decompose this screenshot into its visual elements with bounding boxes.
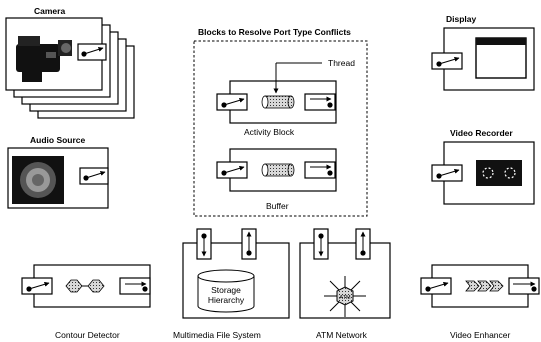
activity-output-port	[305, 94, 335, 110]
mfs-output-port	[242, 229, 256, 259]
contour-detector-label: Contour Detector	[55, 330, 120, 340]
audio-output-port	[80, 168, 108, 184]
atm-input-port	[314, 229, 328, 259]
port-conflict-title: Blocks to Resolve Port Type Conflicts	[198, 27, 351, 37]
port-conflict-group: Blocks to Resolve Port Type Conflicts Ac…	[194, 27, 367, 216]
video-enhancer-block: Video Enhancer	[421, 265, 539, 340]
multimedia-file-system-block: Storage Hierarchy Multimedia File System	[173, 229, 289, 340]
thread-cylinder-icon	[262, 96, 294, 108]
atm-output-port	[356, 229, 370, 259]
buffer-label: Buffer	[266, 201, 289, 211]
atm-network-block: ATM ATM Network	[300, 229, 390, 340]
buffer-output-port	[305, 162, 335, 178]
display-input-port	[432, 53, 462, 69]
videotape-icon	[476, 160, 522, 186]
buffer-cylinder-icon	[262, 164, 294, 176]
video-recorder-block: Video Recorder	[432, 128, 534, 204]
display-block: Display	[432, 14, 534, 90]
camera-block: Camera	[6, 6, 134, 118]
buffer-input-port	[217, 162, 247, 178]
mfs-input-port	[197, 229, 211, 259]
multimedia-file-system-label: Multimedia File System	[173, 330, 261, 340]
camera-output-port	[78, 44, 106, 60]
display-label: Display	[446, 14, 477, 24]
camera-label: Camera	[34, 6, 65, 16]
speaker-icon	[12, 156, 64, 204]
contour-detector-block: Contour Detector	[22, 265, 150, 340]
buffer-block: Buffer	[217, 149, 336, 211]
video-recorder-label: Video Recorder	[450, 128, 513, 138]
activity-input-port	[217, 94, 247, 110]
atm-network-label: ATM Network	[316, 330, 368, 340]
display-screen-icon	[476, 38, 526, 78]
audio-source-label: Audio Source	[30, 135, 86, 145]
video-enhancer-input-port	[421, 278, 451, 294]
video-enhancer-label: Video Enhancer	[450, 330, 511, 340]
video-enhancer-output-port	[509, 278, 539, 294]
contour-input-port	[22, 278, 52, 294]
thread-label: Thread	[328, 58, 355, 68]
enhancer-chevrons-icon	[466, 281, 503, 291]
atm-hub-label: ATM	[339, 295, 351, 301]
activity-block-label: Activity Block	[244, 127, 295, 137]
storage-label-line1: Storage	[211, 285, 241, 295]
storage-label-line2: Hierarchy	[208, 295, 245, 305]
video-recorder-input-port	[432, 165, 462, 181]
contour-output-port	[120, 278, 150, 294]
audio-source-block: Audio Source	[8, 135, 108, 208]
